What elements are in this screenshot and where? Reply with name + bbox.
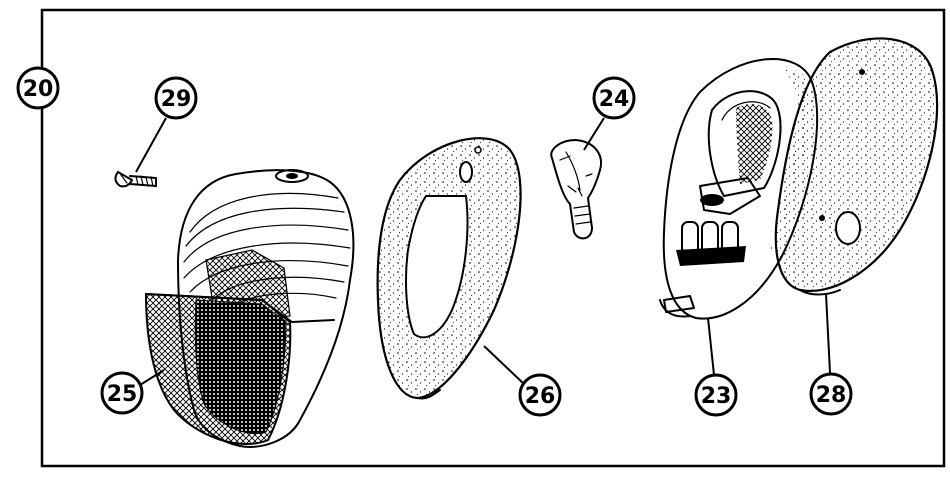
screw-part <box>114 171 157 188</box>
lens-housing-part <box>144 169 355 448</box>
svg-text:23: 23 <box>701 384 732 409</box>
callout-24: 24 <box>592 76 636 120</box>
diagram-frame <box>40 8 946 468</box>
leader-24 <box>583 117 605 151</box>
callout-25: 25 <box>100 371 144 415</box>
svg-text:20: 20 <box>23 77 54 102</box>
bulb-part <box>550 139 602 240</box>
lamp-body-part <box>659 58 819 320</box>
callout-28: 28 <box>809 372 853 416</box>
callout-29: 29 <box>154 76 198 120</box>
callout-26: 26 <box>518 373 562 417</box>
svg-text:24: 24 <box>599 87 630 112</box>
callout-20: 20 <box>16 66 60 110</box>
svg-text:29: 29 <box>161 87 192 112</box>
leader-28 <box>825 293 831 374</box>
leader-23 <box>707 317 715 376</box>
callout-23: 23 <box>694 373 738 417</box>
leader-29 <box>135 117 167 173</box>
svg-text:28: 28 <box>816 383 847 408</box>
svg-text:26: 26 <box>525 384 556 409</box>
leader-25 <box>139 369 165 386</box>
back-plate-part <box>774 37 939 296</box>
svg-text:25: 25 <box>107 382 138 407</box>
leader-26 <box>483 345 525 385</box>
gasket-part <box>376 137 522 400</box>
